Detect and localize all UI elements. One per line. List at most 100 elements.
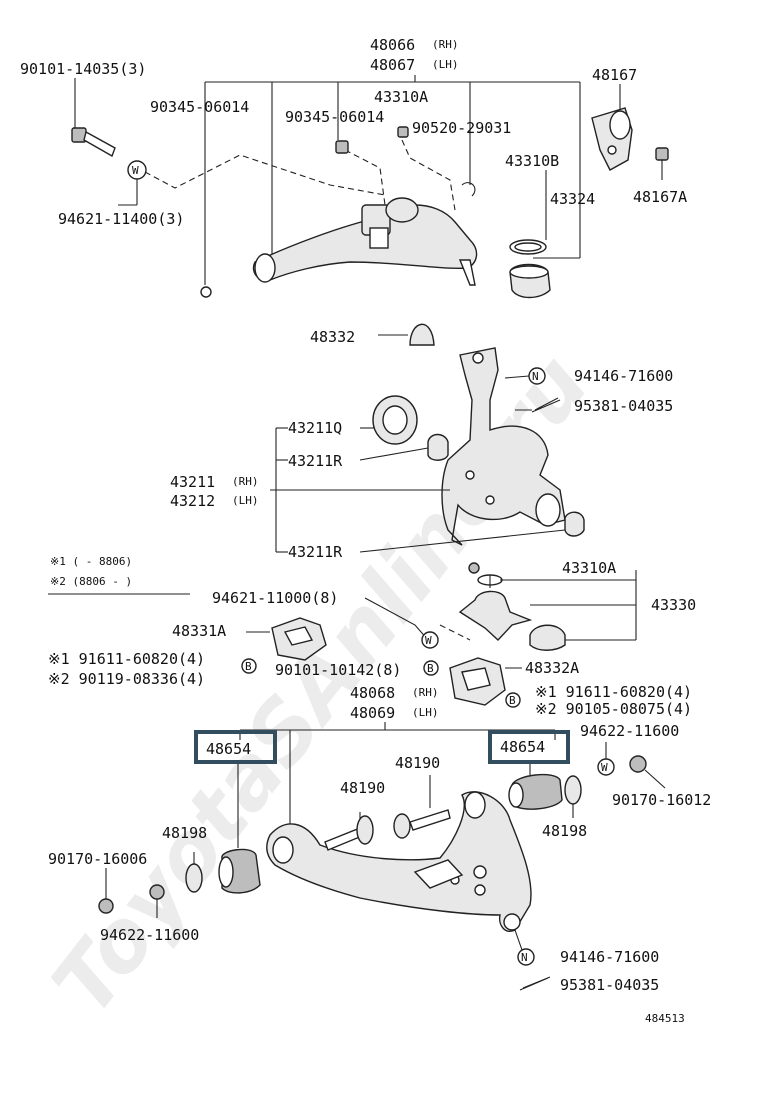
boot-43324	[509, 263, 551, 299]
label-48069: 48069	[350, 704, 395, 722]
label-94146-71600-top: 94146-71600	[574, 367, 673, 385]
label-90105-08075: ※2 90105-08075(4)	[535, 700, 692, 718]
label-43310A-mid: 43310A	[562, 559, 616, 577]
nut-90170-16012	[629, 755, 666, 789]
cover-48331A	[246, 617, 327, 661]
svg-text:B: B	[245, 660, 252, 673]
label-91611-60820-right: ※1 91611-60820(4)	[535, 683, 692, 701]
washer-94622-11600-right: W	[597, 742, 615, 776]
clip-90520-29031	[461, 182, 476, 197]
label-94621-11400: 94621-11400(3)	[58, 210, 184, 228]
label-94621-11000: 94621-11000(8)	[212, 589, 338, 607]
label-48069-side: (LH)	[412, 706, 439, 719]
nut-94146-71600-top: N	[504, 367, 546, 385]
upper-arm-bracket	[204, 75, 581, 285]
highlight-box-left	[194, 730, 277, 764]
washer-48198-right	[564, 775, 582, 818]
label-43211Q: 43211Q	[288, 419, 342, 437]
ball-joint-43330	[458, 562, 637, 641]
svg-text:W: W	[601, 761, 608, 774]
pin-95381-04035-top	[515, 397, 561, 413]
label-48190-b: 48190	[395, 754, 440, 772]
label-48654-right: 48654	[500, 738, 545, 756]
label-43212: 43212	[170, 492, 215, 510]
upper-control-arm	[200, 139, 478, 298]
label-43330: 43330	[651, 596, 696, 614]
label-90101-14035: 90101-14035(3)	[20, 60, 146, 78]
label-43310A-top: 43310A	[374, 88, 428, 106]
cam-bolt-48190-right	[393, 775, 451, 839]
label-43211: 43211	[170, 473, 215, 491]
washer-94622-11600-left	[149, 884, 165, 918]
label-48198-right: 48198	[542, 822, 587, 840]
lower-control-arm	[266, 791, 532, 932]
legend-line-1: ※1 ( - 8806)	[50, 555, 132, 568]
label-94146-71600-bottom: 94146-71600	[560, 948, 659, 966]
knuckle-bracket-43211	[270, 427, 450, 553]
label-95381-04035-bottom: 95381-04035	[560, 976, 659, 994]
label-90345-06014-a: 90345-06014	[150, 98, 249, 116]
label-43211-side: (RH)	[232, 475, 259, 488]
bracket-48167	[591, 84, 669, 180]
seal-43211Q	[360, 395, 418, 445]
svg-text:N: N	[521, 951, 528, 964]
label-90345-06014-b: 90345-06014	[285, 108, 384, 126]
label-43310B: 43310B	[505, 152, 559, 170]
nut-94146-71600-bottom: N	[514, 929, 535, 966]
label-90170-16006: 90170-16006	[48, 850, 147, 868]
washer-94621-11000: W	[364, 597, 471, 649]
label-48332: 48332	[310, 328, 355, 346]
washer-48198-left	[185, 852, 203, 893]
label-43324: 43324	[550, 190, 595, 208]
bolt-91611-left: B	[241, 658, 257, 674]
bump-stopper-48332	[378, 323, 435, 346]
label-91611-60820-left: ※1 91611-60820(4)	[48, 650, 205, 668]
label-90170-16012: 90170-16012	[612, 791, 711, 809]
label-48198-left: 48198	[162, 824, 207, 842]
label-48068: 48068	[350, 684, 395, 702]
cam-bolt-48190-left	[324, 812, 374, 851]
label-48167: 48167	[592, 66, 637, 84]
label-90101-10142: 90101-10142(8)	[275, 661, 401, 679]
bearing-43211R-lower	[359, 511, 585, 553]
svg-text:N: N	[532, 370, 539, 383]
label-48190-a: 48190	[340, 779, 385, 797]
svg-text:W: W	[132, 164, 139, 177]
nut-90170-16006	[98, 868, 114, 914]
bushing-48654-right	[508, 762, 563, 810]
pin-95381-04035-bottom	[519, 976, 551, 991]
label-90520-29031: 90520-29031	[412, 119, 511, 137]
washer-94621-11400: W	[118, 154, 386, 206]
label-48654-left: 48654	[206, 740, 251, 758]
label-43211R-b: 43211R	[288, 543, 343, 561]
svg-text:B: B	[509, 694, 516, 707]
ring-43310B	[509, 170, 547, 255]
nut-90101-10142: B	[423, 660, 439, 676]
label-95381-04035-top: 95381-04035	[574, 397, 673, 415]
highlight-box-right	[488, 730, 570, 764]
bushing-48654-left	[218, 762, 261, 894]
cover-48332A	[449, 657, 522, 706]
label-94622-11600-bottom: 94622-11600	[100, 926, 199, 944]
label-43211R-a: 43211R	[288, 452, 343, 470]
label-48066: 48066	[370, 36, 415, 54]
bolt-90345-06014	[335, 126, 409, 154]
bolt-91611-right: B	[505, 692, 521, 708]
label-48167A: 48167A	[633, 188, 687, 206]
label-48068-side: (RH)	[412, 686, 439, 699]
figure-id: 484513	[645, 1012, 685, 1025]
bearing-43211R-upper	[359, 433, 449, 461]
label-48332A: 48332A	[525, 659, 579, 677]
label-94622-11600-top: 94622-11600	[580, 722, 679, 740]
label-48067-side: (LH)	[432, 58, 459, 71]
label-48066-side: (RH)	[432, 38, 459, 51]
label-43212-side: (LH)	[232, 494, 259, 507]
label-48331A: 48331A	[172, 622, 226, 640]
label-48067: 48067	[370, 56, 415, 74]
bolt-90101-14035	[71, 78, 116, 158]
steering-knuckle	[441, 347, 566, 546]
legend-line-2: ※2 (8806 - )	[50, 575, 132, 588]
svg-text:W: W	[425, 634, 432, 647]
